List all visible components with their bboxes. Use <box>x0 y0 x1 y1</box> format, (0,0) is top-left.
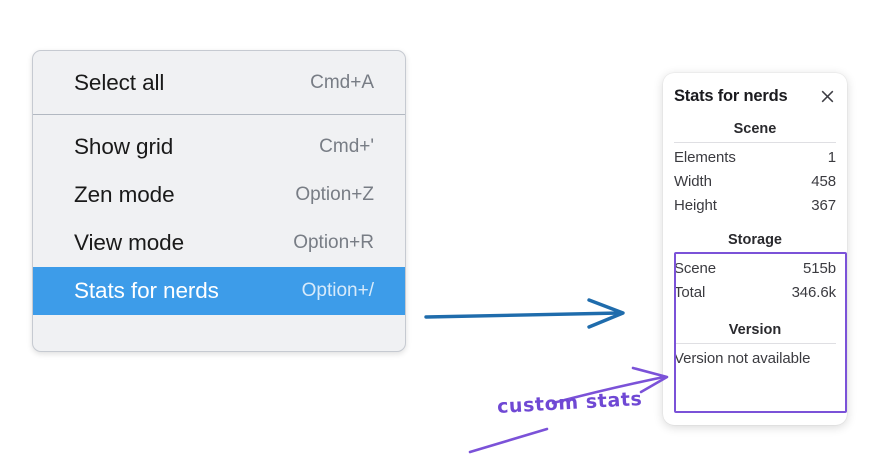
close-icon[interactable] <box>818 87 836 105</box>
panel-title: Stats for nerds <box>674 86 788 105</box>
stat-key: Total <box>674 283 706 301</box>
stats-for-nerds-panel: Stats for nerds Scene Elements 1 Width 4… <box>663 73 847 425</box>
stat-value: 458 <box>811 172 836 190</box>
stat-key: Height <box>674 196 717 214</box>
menu-item-label: Select all <box>74 70 165 95</box>
section-rule <box>674 253 836 254</box>
menu-item-show-grid[interactable]: Show grid Cmd+' <box>33 123 405 171</box>
stat-row-width: Width 458 <box>674 169 836 193</box>
menu-item-shortcut: Option+/ <box>301 280 374 301</box>
menu-item-label: Show grid <box>74 134 174 159</box>
menu-item-view-mode[interactable]: View mode Option+R <box>33 219 405 267</box>
blue-arrow-annotation <box>424 298 625 329</box>
version-note: Version not available <box>674 349 811 367</box>
menu-item-select-all[interactable]: Select all Cmd+A <box>33 59 405 107</box>
section-title-scene: Scene <box>733 121 777 137</box>
context-menu[interactable]: Select all Cmd+A Show grid Cmd+' Zen mod… <box>32 50 406 352</box>
section-title-storage: Storage <box>728 232 782 248</box>
purple-underline-annotation <box>468 427 549 454</box>
menu-item-shortcut: Option+R <box>293 232 374 253</box>
menu-item-shortcut: Cmd+A <box>310 72 374 93</box>
stat-value: 515b <box>803 259 836 277</box>
stat-row-total-storage: Total 346.6k <box>674 280 836 304</box>
section-title-version: Version <box>728 322 782 338</box>
menu-group-2: Show grid Cmd+' Zen mode Option+Z View m… <box>33 115 405 324</box>
menu-divider <box>33 114 405 115</box>
stat-key: Scene <box>674 259 717 277</box>
handwritten-label-custom-stats: custom stats <box>496 387 643 419</box>
menu-item-shortcut: Cmd+' <box>319 136 374 157</box>
menu-item-shortcut: Option+Z <box>295 184 374 205</box>
stat-value: 346.6k <box>791 283 837 301</box>
menu-group-1: Select all Cmd+A <box>33 51 405 114</box>
stat-row-elements: Elements 1 <box>674 145 836 169</box>
menu-item-label: Stats for nerds <box>74 278 219 303</box>
panel-header: Stats for nerds <box>674 73 836 115</box>
stat-key: Elements <box>674 148 736 166</box>
section-rule <box>674 142 836 143</box>
stat-value: 1 <box>827 148 836 166</box>
stat-row-height: Height 367 <box>674 193 836 217</box>
section-rule <box>674 343 836 344</box>
menu-item-stats-for-nerds[interactable]: Stats for nerds Option+/ <box>33 267 405 315</box>
stat-key: Width <box>674 172 712 190</box>
stat-value: 367 <box>811 196 836 214</box>
menu-item-zen-mode[interactable]: Zen mode Option+Z <box>33 171 405 219</box>
menu-item-label: Zen mode <box>74 182 175 207</box>
menu-item-label: View mode <box>74 230 184 255</box>
stat-row-scene-storage: Scene 515b <box>674 256 836 280</box>
